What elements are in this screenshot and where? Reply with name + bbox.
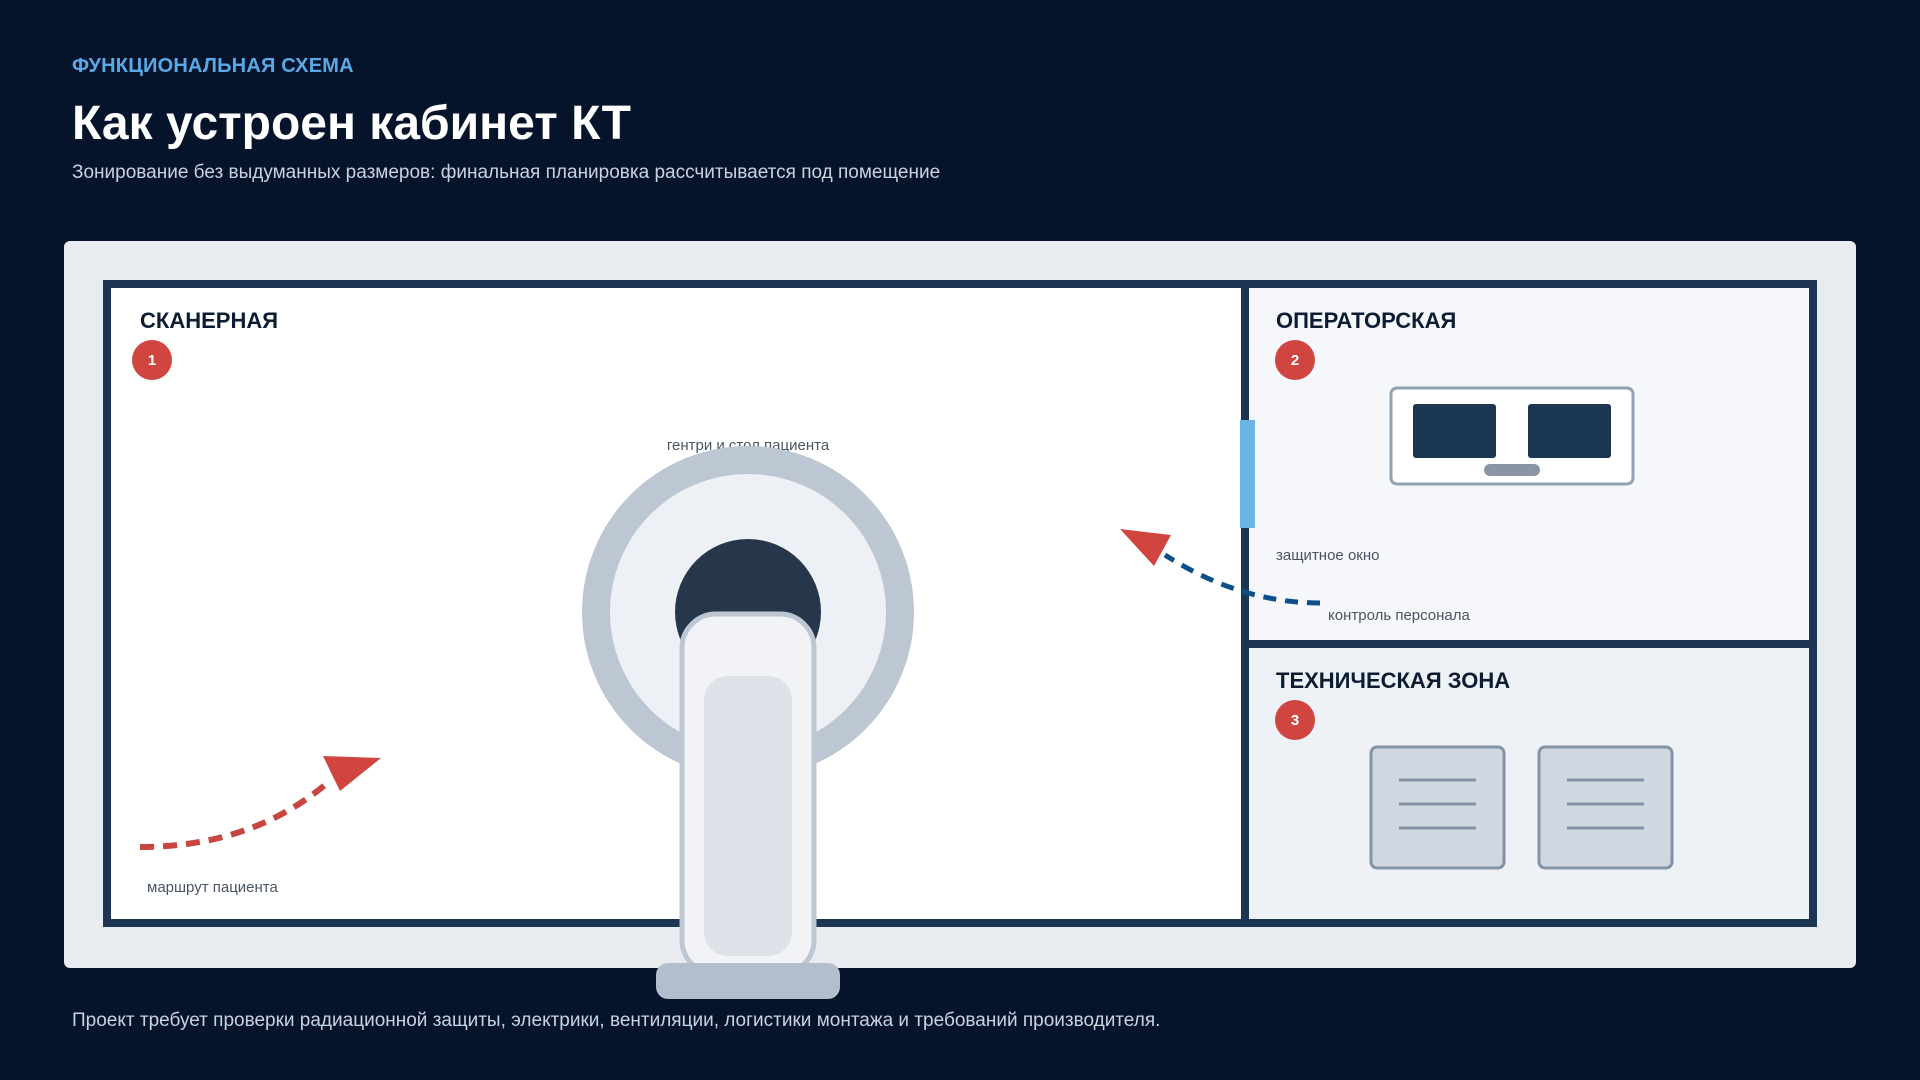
staff-control-label: контроль персонала — [1328, 607, 1471, 624]
scanner-zone-title: СКАНЕРНАЯ — [140, 308, 278, 333]
page-title: Как устроен кабинет КТ — [72, 97, 631, 150]
staff-route-arrowhead — [1120, 529, 1171, 566]
operator-zone-badge — [1275, 340, 1315, 380]
scanner-zone-badge — [132, 340, 172, 380]
patient-route-arrowhead — [323, 756, 381, 791]
page-subtitle: Зонирование без выдуманных размеров: фин… — [72, 162, 941, 183]
technical-zone-badge — [1275, 700, 1315, 740]
staff-route-arrow — [1163, 552, 1321, 606]
operator-zone-number: 2 — [1291, 352, 1299, 369]
gantry-label: гентри и стол пациента — [667, 437, 830, 454]
patient-route-arrow — [139, 782, 327, 850]
diagram-eyebrow: ФУНКЦИОНАЛЬНАЯ СХЕМА — [72, 55, 354, 77]
patient-route-label: маршрут пациента — [147, 879, 279, 896]
operator-console-icon — [1389, 386, 1635, 486]
technical-zone-title: ТЕХНИЧЕСКАЯ ЗОНА — [1276, 668, 1510, 693]
operator-zone-title: ОПЕРАТОРСКАЯ — [1276, 308, 1456, 333]
footer-note: Проект требует проверки радиационной защ… — [72, 1010, 1161, 1031]
patient-table-icon — [656, 611, 840, 999]
scanner-zone-number: 1 — [148, 352, 156, 369]
technical-zone — [1241, 640, 1817, 927]
protective-window — [1240, 420, 1255, 528]
window-label: защитное окно — [1276, 547, 1379, 564]
technical-cabinet-icon — [1537, 745, 1674, 870]
technical-cabinet-icon — [1369, 745, 1506, 870]
technical-zone-number: 3 — [1291, 712, 1299, 729]
